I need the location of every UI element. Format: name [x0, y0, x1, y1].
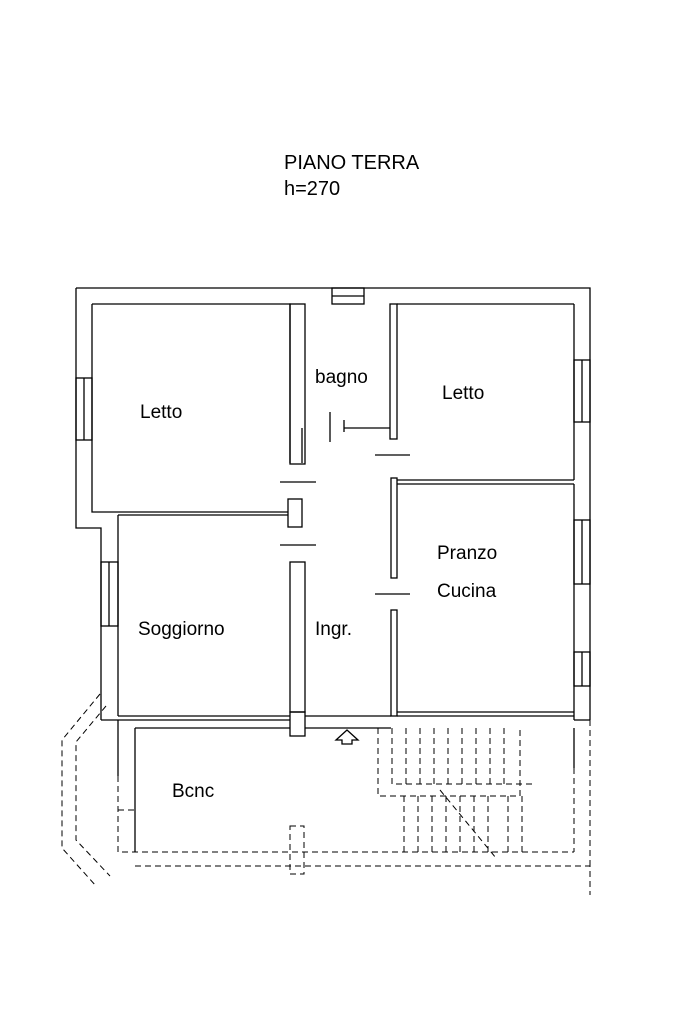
room-label-pranzo: Pranzo [437, 543, 497, 564]
plan-title: PIANO TERRA [284, 152, 420, 174]
plan-title-block: PIANO TERRA h=270 [284, 150, 419, 202]
room-label-letto-right: Letto [442, 383, 484, 404]
room-label-bagno: bagno [315, 367, 368, 388]
room-label-ingresso: Ingr. [315, 619, 352, 640]
room-label-soggiorno: Soggiorno [138, 619, 225, 640]
room-label-letto-left: Letto [140, 402, 182, 423]
plan-height: h=270 [284, 178, 341, 200]
room-label-cucina: Cucina [437, 581, 497, 602]
walls [75, 287, 591, 852]
room-label-balcone: Bcnc [172, 781, 214, 802]
dashed-outlines [61, 693, 591, 895]
